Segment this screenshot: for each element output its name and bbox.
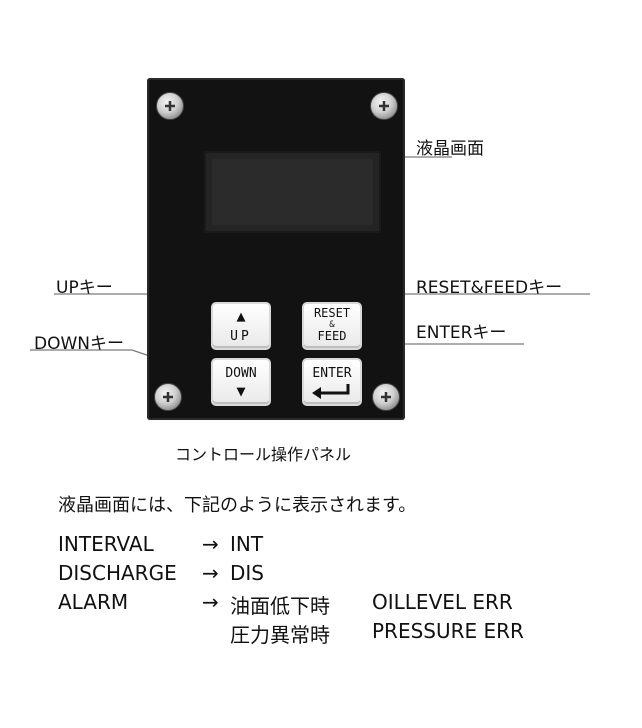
down-arrow-icon: ▼ (213, 384, 269, 399)
screw-icon (156, 92, 184, 120)
enter-arrow-icon (310, 383, 354, 399)
control-panel (147, 78, 405, 420)
mapping-display: 油面低下時 (230, 590, 330, 619)
mapping-term: ALARM (58, 590, 128, 614)
down-key-callout: DOWNキー (34, 329, 124, 354)
mapping-code: PRESSURE ERR (372, 619, 524, 643)
mapping-display: INT (230, 532, 263, 556)
lcd-label: 液晶画面 (416, 134, 484, 159)
mapping-arrow: → (202, 561, 219, 585)
lcd-screen (204, 151, 381, 233)
screw-icon (154, 383, 182, 411)
reset-feed-key-callout: RESET&FEEDキー (416, 273, 562, 298)
up-key-label: UP (213, 329, 269, 344)
mapping-row: INTERVAL (58, 532, 154, 556)
mapping-term: INTERVAL (58, 532, 154, 556)
up-key[interactable]: ▲ UP (211, 302, 271, 350)
description-text: 液晶画面には、下記のように表示されます。 (58, 491, 416, 517)
mapping-display: 圧力異常時 (230, 619, 330, 648)
reset-key-label: RESET (304, 307, 360, 320)
panel-caption: コントロール操作パネル (175, 441, 351, 465)
mapping-term: DISCHARGE (58, 561, 177, 585)
enter-key[interactable]: ENTER (302, 358, 362, 406)
mapping-display: DIS (230, 561, 264, 585)
up-key-callout: UPキー (56, 273, 113, 298)
feed-key-label: FEED (304, 330, 360, 343)
mapping-code: OILLEVEL ERR (372, 590, 513, 614)
up-arrow-icon: ▲ (213, 309, 269, 324)
enter-key-callout: ENTERキー (416, 318, 506, 343)
screw-icon (372, 383, 400, 411)
mapping-arrow: → (202, 532, 219, 556)
enter-key-label: ENTER (304, 366, 360, 381)
mapping-arrow: → (202, 590, 219, 614)
down-key[interactable]: DOWN ▼ (211, 358, 271, 406)
screw-icon (370, 92, 398, 120)
down-key-label: DOWN (213, 366, 269, 381)
reset-feed-key[interactable]: RESET & FEED (302, 302, 362, 350)
